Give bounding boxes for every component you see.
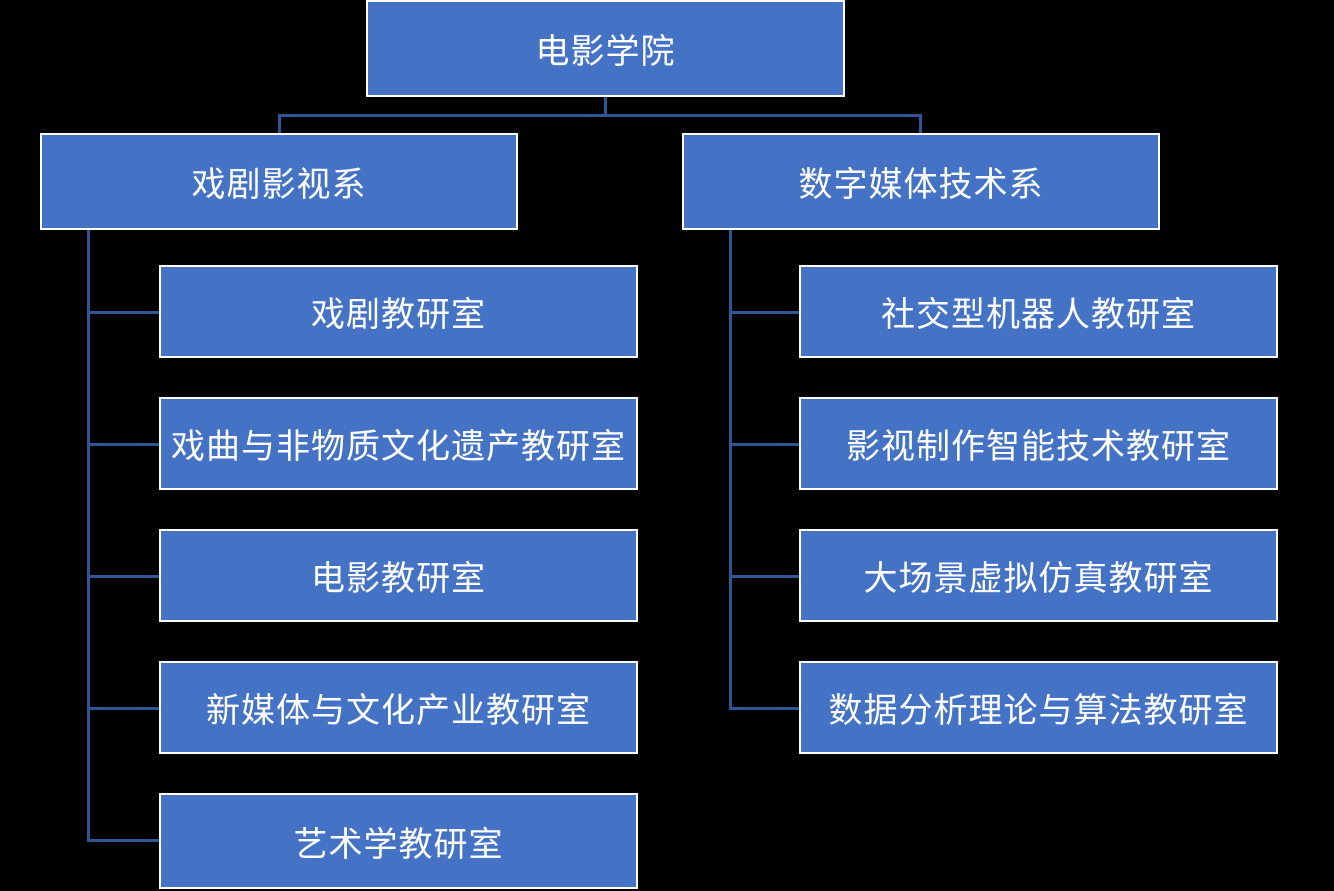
node-office-film-production-ai: 影视制作智能技术教研室 <box>799 397 1278 490</box>
connector-stub-right-2 <box>729 443 799 446</box>
connector-trunk-left <box>87 230 90 842</box>
connector-stub-left-4 <box>87 707 159 710</box>
node-office-drama: 戏剧教研室 <box>159 265 638 358</box>
node-office-art-studies: 艺术学教研室 <box>159 793 638 889</box>
node-root-film-academy: 电影学院 <box>366 0 845 97</box>
connector-stub-left-1 <box>87 311 159 314</box>
connector-stub-left-2 <box>87 443 159 446</box>
connector-stub-right-3 <box>729 575 799 578</box>
connector-trunk-right <box>729 230 732 710</box>
node-office-large-scene-vr-simulation: 大场景虚拟仿真教研室 <box>799 529 1278 622</box>
node-office-new-media-culture-industry: 新媒体与文化产业教研室 <box>159 661 638 754</box>
connector-stub-left-5 <box>87 839 159 842</box>
connector-top-horizontal <box>278 114 922 117</box>
node-office-film: 电影教研室 <box>159 529 638 622</box>
connector-stub-right-1 <box>729 311 799 314</box>
node-office-data-analysis-algorithms: 数据分析理论与算法教研室 <box>799 661 1278 754</box>
node-office-social-robotics: 社交型机器人教研室 <box>799 265 1278 358</box>
node-dept-digital-media-tech: 数字媒体技术系 <box>682 133 1160 230</box>
connector-stub-right-4 <box>729 707 799 710</box>
connector-drop-right-dept <box>919 114 922 133</box>
node-office-opera-intangible-heritage: 戏曲与非物质文化遗产教研室 <box>159 397 638 490</box>
connector-drop-left-dept <box>278 114 281 133</box>
connector-stub-left-3 <box>87 575 159 578</box>
node-dept-drama-film-tv: 戏剧影视系 <box>40 133 518 230</box>
connector-root-stem <box>604 96 607 114</box>
